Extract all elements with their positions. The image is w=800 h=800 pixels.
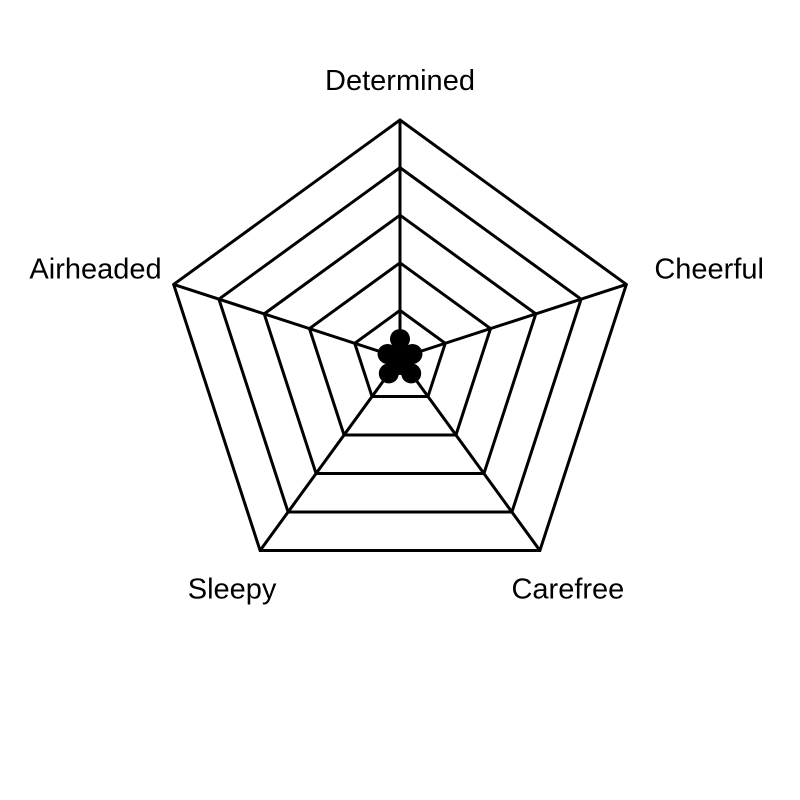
axis-label-carefree: Carefree xyxy=(511,574,624,606)
axis-spoke-sleepy xyxy=(258,357,402,552)
axis-label-sleepy: Sleepy xyxy=(188,574,277,606)
grid-ring-5 xyxy=(171,118,629,553)
grid-ring-4 xyxy=(217,165,583,514)
radar-grid xyxy=(171,118,629,553)
data-point-sleepy xyxy=(378,363,399,384)
data-point-carefree xyxy=(401,363,422,384)
axis-label-determined: Determined xyxy=(325,65,475,97)
data-point-cheerful xyxy=(402,343,423,364)
grid-ring-3 xyxy=(262,213,538,476)
axis-label-cheerful: Cheerful xyxy=(654,253,764,285)
axis-label-airheaded: Airheaded xyxy=(29,253,161,285)
axis-spoke-carefree xyxy=(398,357,542,552)
grid-ring-1 xyxy=(352,308,448,399)
axis-spoke-airheaded xyxy=(173,283,401,360)
data-point-airheaded xyxy=(377,343,398,364)
radar-series xyxy=(377,328,423,384)
data-point-determined xyxy=(390,328,410,349)
axis-spoke-cheerful xyxy=(399,283,627,360)
grid-ring-2 xyxy=(307,260,493,437)
